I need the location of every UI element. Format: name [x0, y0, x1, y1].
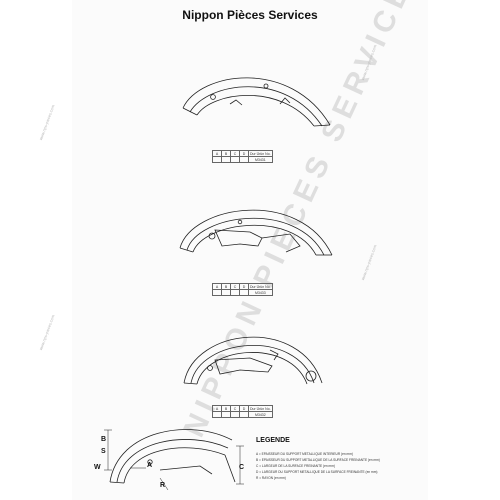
brake-shoe-2	[179, 209, 333, 256]
brake-shoe-1	[182, 77, 331, 127]
spec-table-3: A B C D Dur Ürün No. M3432	[212, 405, 273, 418]
spec-table-1: A B C D Dur Ürün No. M3431	[212, 150, 273, 163]
dimension-label-c: C	[239, 464, 245, 471]
legend-line-a: A = EPAISSEUR DU SUPPORT METALLIQUE INTE…	[256, 452, 353, 456]
brake-shoe-3	[183, 336, 323, 385]
spec-value-a	[212, 289, 222, 296]
dimension-label-a: A	[147, 462, 153, 469]
spec-value-c	[230, 156, 240, 163]
spec-value-b	[221, 411, 231, 418]
page-title: Nippon Pièces Services	[182, 8, 318, 22]
spec-value-d	[239, 289, 249, 296]
spec-table-2: A B C D Dur Ürün No. M3433	[212, 283, 273, 296]
dimension-label-s: S	[101, 448, 106, 455]
dimension-label-r: R	[160, 482, 166, 489]
dimension-label-b: B	[101, 436, 107, 443]
spec-value-d	[239, 156, 249, 163]
spec-value-a	[212, 411, 222, 418]
spec-value-a	[212, 156, 222, 163]
legend-line-c: C = LARGEUR DE LA SURFACE FREINANTE (en …	[256, 464, 335, 468]
dimension-label-w: W	[94, 464, 101, 471]
legend-line-r: R = RAYON (en mm)	[256, 476, 286, 480]
spec-value-part: M3431	[248, 156, 273, 163]
legend-title: LEGENDE	[256, 437, 290, 444]
spec-value-d	[239, 411, 249, 418]
legend-line-b: B = EPAISSEUR DU SUPPORT METALLIQUE DE L…	[256, 458, 380, 462]
spec-value-part: M3432	[248, 411, 273, 418]
spec-value-c	[230, 411, 240, 418]
spec-value-b	[221, 156, 231, 163]
spec-value-c	[230, 289, 240, 296]
spec-value-part: M3433	[248, 289, 273, 296]
brake-shoe-cross-section	[104, 429, 244, 491]
spec-value-b	[221, 289, 231, 296]
legend-line-d: D = LARGEUR DU SUPPORT METALLIQUE DE LA …	[256, 470, 378, 474]
